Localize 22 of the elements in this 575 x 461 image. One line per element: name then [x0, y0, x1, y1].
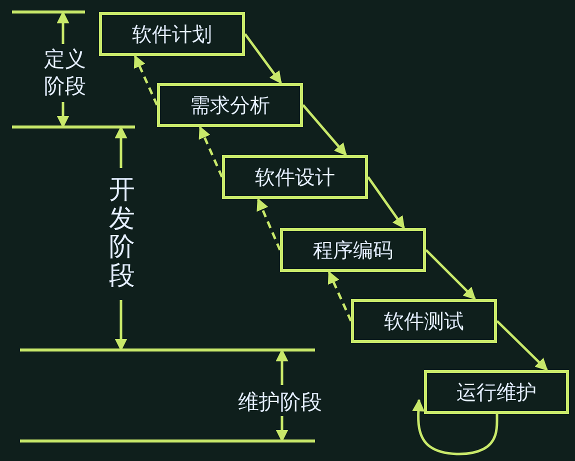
step-label: 软件测试: [384, 308, 464, 334]
dashed-arrow: [198, 126, 224, 178]
dashed-arrow: [256, 198, 282, 250]
process-box: [280, 228, 426, 272]
step-label: 程序编码: [313, 236, 393, 264]
arrow: [425, 249, 476, 300]
process-box: [424, 370, 569, 414]
step-label: 软件计划: [132, 20, 212, 48]
arrow: [302, 104, 347, 156]
arrow: [412, 398, 498, 456]
process-box: [157, 83, 303, 127]
dashed-arrow: [328, 270, 352, 322]
arrow: [496, 320, 548, 371]
step-label: 软件设计: [255, 164, 335, 190]
arrow: [366, 176, 406, 230]
process-box: [351, 299, 497, 343]
step-label: 需求分析: [190, 92, 270, 118]
arrow: [244, 33, 282, 84]
step-label: 运行维护: [456, 378, 536, 406]
process-box: [222, 155, 368, 199]
process-box: [99, 12, 245, 56]
dashed-arrow: [134, 54, 158, 106]
